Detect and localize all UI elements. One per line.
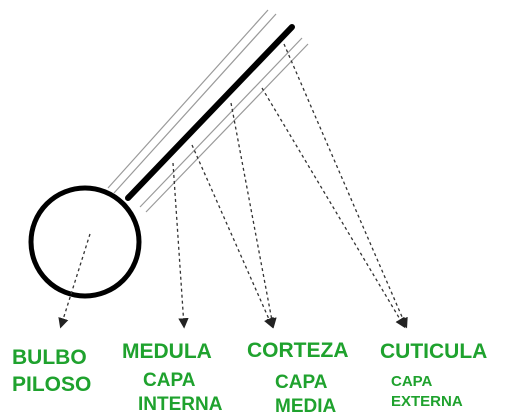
label-cuticula: CUTICULA: [380, 340, 487, 363]
label-bulbo: BULBO: [12, 346, 87, 369]
label-capa-interna-1: CAPA: [143, 370, 196, 391]
label-capa-interna-2: INTERNA: [138, 394, 223, 415]
label-capa-externa-1: CAPA: [391, 373, 433, 390]
label-corteza: CORTEZA: [247, 339, 349, 362]
bulbo-pointer-arrow: [58, 233, 91, 329]
outer-layer-line-upper: [107, 9, 269, 189]
cuticula-pointer-arrow-b: [283, 43, 408, 329]
labels: BULBO PILOSO MEDULA CAPA INTERNA CORTEZA…: [12, 339, 487, 417]
label-medula: MEDULA: [122, 340, 212, 363]
hair-bulb-circle: [28, 185, 142, 299]
corteza-pointer-arrow-b: [230, 102, 277, 329]
label-piloso: PILOSO: [12, 373, 91, 396]
medula-pointer-arrow: [172, 162, 189, 329]
outer-layer-line-lower: [145, 43, 309, 213]
cuticula-pointer-arrow-a: [261, 87, 406, 329]
corteza-pointer-arrow-a: [191, 144, 274, 329]
middle-layer-line-lower: [139, 37, 303, 208]
label-capa-externa-2: EXTERNA: [391, 393, 463, 410]
label-capa-media-2: MEDIA: [275, 396, 337, 417]
medulla-core-line: [125, 24, 295, 201]
pointer-lines: [58, 43, 408, 329]
hair-shaft-layers: [107, 9, 309, 213]
middle-layer-line-upper: [113, 13, 277, 194]
label-capa-media-1: CAPA: [275, 372, 328, 393]
